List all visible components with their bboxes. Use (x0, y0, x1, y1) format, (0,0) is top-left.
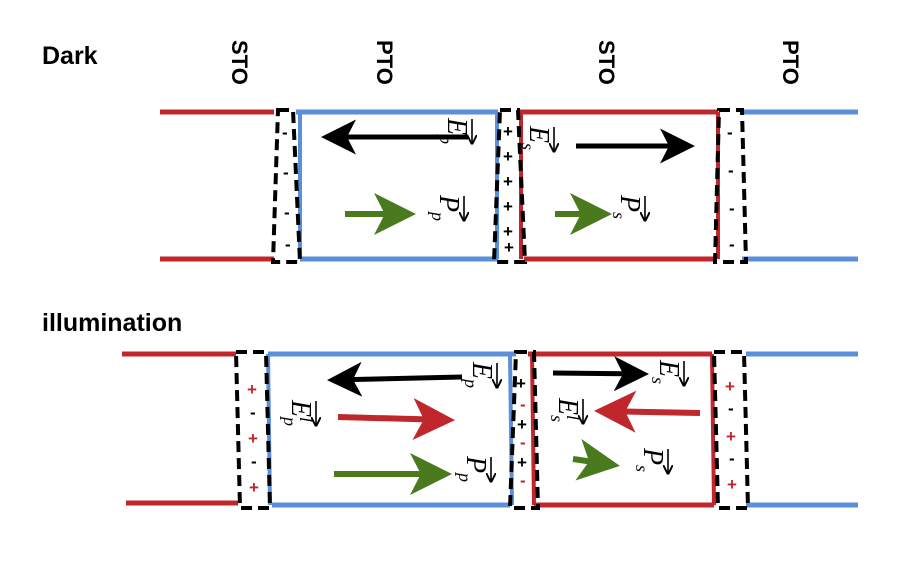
svg-text:E: E (466, 361, 497, 379)
polarization-arrow-sto (572, 439, 620, 481)
interface-box-pto-sto (507, 350, 541, 510)
interface-mixed-charges: + - + - + (725, 377, 737, 494)
svg-text:s: s (547, 415, 567, 422)
svg-text:-: - (728, 161, 734, 180)
svg-text:-: - (729, 199, 735, 218)
svg-text:+: + (516, 374, 526, 393)
svg-text:E: E (523, 125, 554, 143)
svg-text:-: - (251, 452, 257, 471)
svg-text:+: + (247, 380, 257, 399)
svg-text:p: p (455, 471, 475, 482)
vector-label-p-s: P s (609, 194, 645, 220)
vector-label-e-p: E p (436, 117, 472, 144)
svg-text:-: - (520, 395, 526, 414)
svg-text:P: P (460, 455, 491, 473)
svg-text:-: - (520, 471, 526, 490)
panel-title-dark: Dark (42, 42, 98, 70)
interface-box-sto-pto (711, 350, 751, 510)
svg-text:+: + (727, 475, 737, 494)
svg-text:s: s (518, 143, 538, 150)
svg-text:-: - (285, 235, 291, 254)
interface-box-sto-pto (270, 108, 303, 264)
svg-text:+: + (517, 453, 527, 472)
interface-box-sto-pto (712, 108, 749, 264)
vector-label-e-l-p: E l p (280, 399, 316, 426)
svg-text:s: s (648, 377, 668, 384)
svg-text:P: P (614, 194, 645, 212)
svg-text:+: + (248, 429, 258, 448)
sto-interface-edge (530, 353, 536, 506)
svg-text:E: E (441, 117, 472, 135)
svg-text:s: s (632, 465, 652, 472)
vector-label-e-s: E s (518, 125, 554, 151)
vector-label-p-s: P s (632, 447, 668, 473)
svg-text:-: - (283, 163, 289, 182)
interface-positive-charges: + + + + + + (503, 122, 514, 257)
svg-text:-: - (729, 235, 735, 254)
light-field-arrow-sto (594, 390, 701, 433)
svg-text:+: + (503, 222, 513, 241)
svg-text:+: + (503, 172, 513, 191)
depolarization-field-arrow-sto (552, 356, 649, 392)
svg-text:p: p (461, 377, 481, 388)
svg-text:E: E (653, 359, 684, 377)
svg-text:-: - (728, 399, 734, 418)
svg-text:-: - (727, 123, 733, 142)
svg-text:p: p (280, 415, 300, 426)
svg-text:-: - (250, 403, 256, 422)
panel-title-illumination: illumination (42, 309, 182, 337)
svg-text:+: + (517, 415, 527, 434)
svg-text:-: - (520, 433, 526, 452)
svg-text:-: - (729, 449, 735, 468)
svg-text:E: E (285, 399, 316, 417)
svg-text:s: s (609, 212, 629, 219)
interface-negative-charges: - - - - (282, 123, 291, 254)
svg-text:E: E (552, 397, 583, 415)
svg-text:p: p (436, 133, 456, 144)
interface-box-sto-pto (233, 350, 273, 510)
illumination-panel: + - + - + + - + - + - + - + - + (122, 350, 858, 510)
interface-mixed-charges: + - + - + - (516, 374, 527, 490)
svg-text:+: + (726, 427, 736, 446)
svg-text:-: - (282, 123, 288, 142)
svg-text:+: + (503, 197, 513, 216)
svg-text:+: + (503, 122, 513, 141)
vector-label-p-p: P p (455, 455, 491, 482)
interface-mixed-charges: + - + - + (247, 380, 259, 497)
interface-negative-charges: - - - - (727, 123, 735, 254)
svg-text:+: + (503, 147, 513, 166)
light-field-arrow-pto (337, 398, 455, 441)
vector-label-e-l-s: E l s (547, 397, 583, 423)
vector-label-e-s: E s (648, 359, 684, 385)
svg-text:l: l (563, 415, 583, 420)
svg-text:+: + (504, 238, 514, 257)
svg-text:P: P (433, 194, 464, 212)
layer-label-pto-1: PTO (372, 40, 397, 85)
svg-text:P: P (637, 447, 668, 465)
layer-label-sto-2: STO (594, 40, 619, 85)
svg-text:+: + (249, 478, 259, 497)
svg-text:-: - (284, 203, 290, 222)
dark-panel: - - - - + + + + + + - - - - E p (160, 108, 858, 264)
vector-label-p-p: P p (428, 194, 464, 221)
layer-label-sto-1: STO (227, 40, 252, 85)
vector-label-e-p: E p (461, 361, 497, 388)
svg-text:l: l (296, 417, 316, 422)
interface-box-pto-sto (491, 108, 528, 264)
svg-text:+: + (725, 377, 735, 396)
depolarization-field-arrow-pto (327, 361, 463, 397)
layer-label-pto-2: PTO (778, 40, 803, 85)
sto-interface-edge (710, 353, 716, 506)
svg-text:p: p (428, 210, 448, 221)
